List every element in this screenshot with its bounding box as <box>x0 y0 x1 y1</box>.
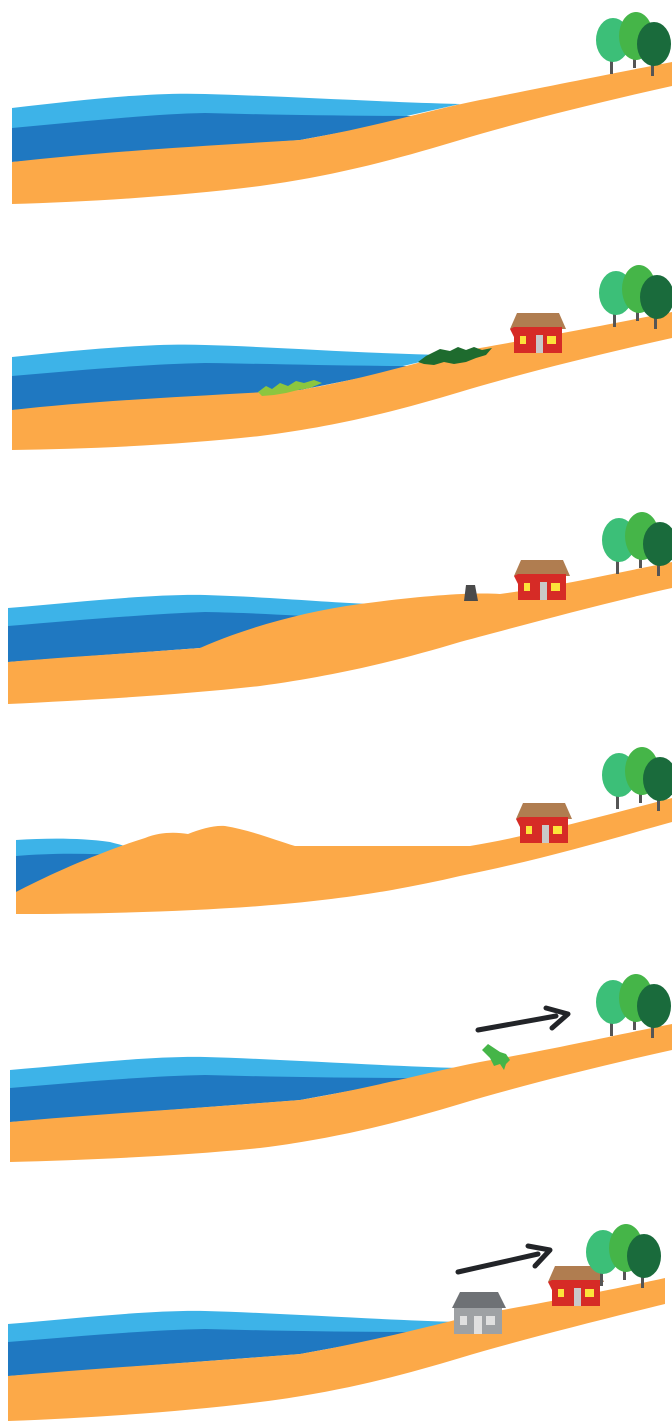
sand <box>16 798 672 914</box>
panel-3 <box>8 512 672 704</box>
panel-2 <box>12 265 672 450</box>
panel-6 <box>8 1224 665 1421</box>
arrow-icon <box>478 1008 568 1030</box>
house-icon <box>548 1266 604 1306</box>
house-icon <box>510 313 566 353</box>
arrow-icon <box>458 1246 550 1272</box>
groin-icon <box>464 585 478 601</box>
panel-1 <box>12 12 672 204</box>
panel-4 <box>16 747 672 914</box>
panel-5 <box>10 974 672 1162</box>
house-icon <box>514 560 570 600</box>
old-house-icon <box>452 1292 506 1334</box>
house-icon <box>516 803 572 843</box>
